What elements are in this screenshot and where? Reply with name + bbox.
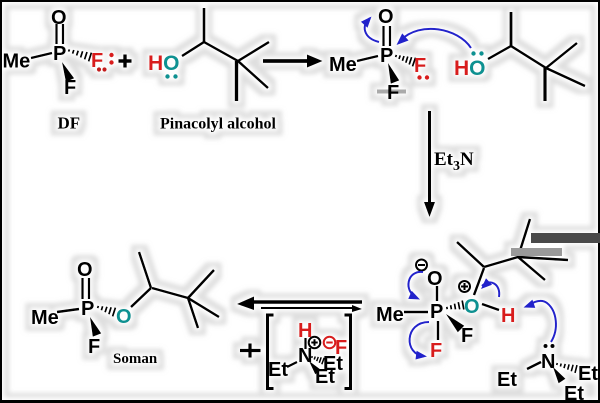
svg-text:Et: Et: [564, 383, 584, 403]
svg-text:P: P: [380, 45, 393, 67]
svg-text:F: F: [335, 337, 347, 359]
svg-text:Et: Et: [578, 363, 598, 385]
svg-text:F: F: [64, 77, 76, 99]
svg-text:N: N: [541, 351, 555, 373]
svg-text:Et: Et: [268, 359, 288, 381]
svg-text:Me: Me: [3, 51, 31, 73]
svg-text:F: F: [387, 82, 399, 104]
svg-text:HO: HO: [454, 57, 486, 80]
svg-text:F: F: [414, 55, 426, 77]
svg-text:Me: Me: [376, 304, 404, 326]
svg-text:H: H: [298, 320, 312, 342]
svg-text:F: F: [91, 50, 103, 72]
svg-text:O: O: [51, 7, 67, 29]
svg-text:F: F: [88, 336, 100, 358]
svg-text:Me: Me: [329, 54, 357, 76]
svg-text:N: N: [298, 345, 312, 367]
svg-text:O: O: [116, 306, 132, 328]
svg-text:P: P: [53, 43, 66, 65]
svg-text:O: O: [378, 6, 394, 28]
svg-text:Et: Et: [315, 366, 335, 388]
svg-text:Soman: Soman: [113, 351, 158, 367]
svg-text:P: P: [430, 301, 443, 323]
svg-text:F: F: [430, 340, 442, 362]
svg-text:DF: DF: [58, 114, 81, 133]
svg-text:O: O: [77, 259, 93, 281]
svg-text:H: H: [501, 305, 515, 327]
svg-text:Me: Me: [31, 307, 59, 329]
svg-text:O: O: [427, 268, 443, 290]
svg-text:F: F: [461, 325, 473, 347]
svg-text:O: O: [464, 296, 480, 318]
svg-text:HO: HO: [148, 52, 180, 75]
svg-text:Pinacolyl alcohol: Pinacolyl alcohol: [160, 116, 277, 133]
svg-text:Et3N: Et3N: [434, 149, 474, 174]
svg-text:P: P: [81, 298, 94, 320]
svg-text:Et: Et: [497, 369, 517, 391]
svg-text:Et: Et: [323, 353, 343, 375]
